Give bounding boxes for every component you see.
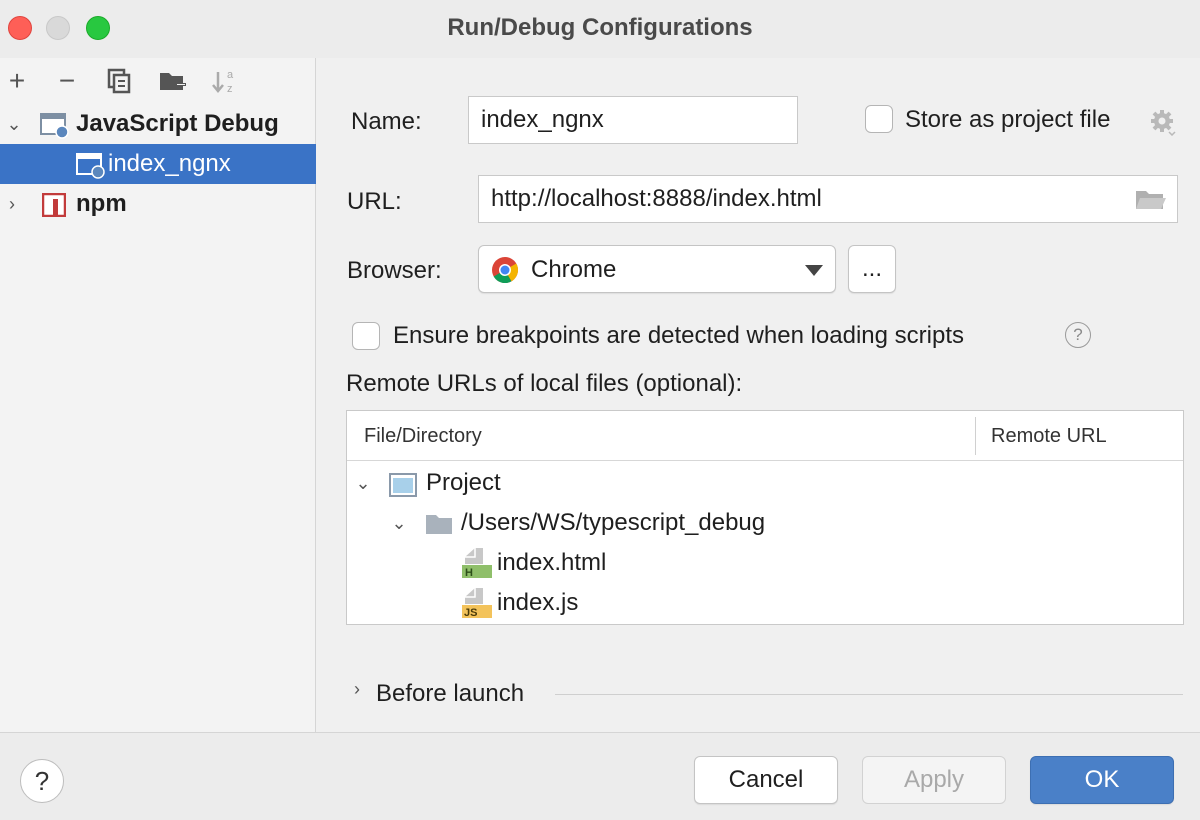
sort-button[interactable]: a z [210,66,240,96]
cancel-button[interactable]: Cancel [694,756,838,804]
npm-icon [42,193,66,217]
minimize-window-button[interactable] [46,16,70,40]
ok-button[interactable]: OK [1030,756,1174,804]
table-row[interactable]: ⌄ /Users/WS/typescript_debug [347,505,1183,545]
svg-text:a: a [227,69,234,81]
help-icon[interactable]: ? [1065,322,1091,348]
table-header: File/Directory Remote URL [347,411,1183,461]
help-button[interactable]: ? [20,759,64,803]
tree-item-javascript-debug[interactable]: ⌄ JavaScript Debug [0,104,316,144]
html-file-icon: H [462,548,492,579]
cancel-label: Cancel [728,766,804,793]
row-label: /Users/WS/typescript_debug [461,509,766,536]
tree-item-label: npm [76,190,127,217]
maximize-window-button[interactable] [86,16,110,40]
chevron-right-icon[interactable]: › [354,679,360,699]
url-label: URL: [347,188,402,215]
browser-settings-button[interactable]: ... [848,245,896,293]
html-badge: H [465,567,473,579]
tree-item-label: JavaScript Debug [76,110,279,137]
chevron-right-icon[interactable]: › [9,193,15,214]
help-icon: ? [34,765,50,796]
title-bar: Run/Debug Configurations [0,0,1200,58]
chevron-down-icon[interactable]: ⌄ [355,473,371,493]
js-badge: JS [464,607,477,619]
sidebar-toolbar: + − [0,58,316,104]
window-title: Run/Debug Configurations [447,14,753,41]
tree-item-index-ngnx[interactable]: index_ngnx [0,144,316,184]
add-configuration-button[interactable]: + [2,65,32,96]
ensure-breakpoints-label: Ensure breakpoints are detected when loa… [393,322,965,349]
chrome-icon [492,257,519,284]
browser-label: Browser: [347,257,442,284]
chevron-down-icon[interactable]: ⌄ [6,113,22,134]
copy-icon [107,68,131,94]
folder-icon [426,515,452,534]
separator [555,694,1183,695]
browser-select-value: Chrome [531,256,617,283]
js-file-icon: JS [462,588,492,619]
configurations-tree: ⌄ JavaScript Debug index_ngnx › [0,104,316,224]
apply-button[interactable]: Apply [862,756,1006,804]
close-window-button[interactable] [8,16,32,40]
before-launch-label: Before launch [376,680,525,707]
row-label: index.js [497,589,579,616]
dropdown-arrow-icon [805,265,823,276]
name-input-value: index_ngnx [481,106,604,133]
column-divider[interactable] [975,417,976,455]
row-label: Project [426,469,501,496]
tree-item-label: index_ngnx [108,150,231,177]
store-as-project-file-checkbox[interactable] [865,105,893,133]
url-input-value: http://localhost:8888/index.html [491,185,822,212]
name-input[interactable]: index_ngnx [468,96,798,144]
ellipsis-label: ... [861,255,882,282]
folder-open-icon[interactable] [1135,188,1167,212]
table-row[interactable]: JS index.js [347,585,1183,625]
plus-icon: + [8,65,26,96]
table-row[interactable]: ⌄ Project [347,465,1183,505]
new-folder-button[interactable] [158,66,188,96]
before-launch-section[interactable]: › Before launch [347,678,1185,708]
chevron-down-icon[interactable]: ⌄ [391,513,407,533]
browser-select[interactable]: Chrome [478,245,836,293]
minus-icon: − [58,65,76,96]
name-label: Name: [351,108,422,135]
javascript-debug-icon [76,153,105,179]
ok-label: OK [1084,766,1120,793]
configurations-sidebar: + − [0,58,316,732]
project-icon [389,473,417,497]
column-header-remote-url[interactable]: Remote URL [991,425,1107,447]
ensure-breakpoints-checkbox[interactable] [352,322,380,350]
tree-item-npm[interactable]: › npm [0,184,316,224]
apply-label: Apply [903,766,965,793]
sort-alpha-icon: a z [212,69,234,95]
url-input[interactable]: http://localhost:8888/index.html [478,175,1178,223]
table-row[interactable]: H index.html [347,545,1183,585]
svg-text:z: z [227,83,233,95]
remote-urls-table: File/Directory Remote URL ⌄ Project ⌄ /U… [346,410,1184,625]
store-as-project-file-label: Store as project file [905,106,1111,133]
javascript-debug-icon [40,113,69,139]
remote-urls-label: Remote URLs of local files (optional): [346,370,743,397]
help-icon-glyph: ? [1073,325,1083,344]
folder-add-icon [160,73,186,90]
remove-configuration-button[interactable]: − [52,65,82,96]
configuration-form: Name: index_ngnx Store as project file U… [317,58,1200,732]
dialog-footer: ? Cancel Apply OK [0,732,1200,820]
column-header-file-directory[interactable]: File/Directory [364,425,482,447]
gear-icon[interactable] [1149,108,1177,136]
row-label: index.html [497,549,607,576]
copy-configuration-button[interactable] [104,66,134,96]
